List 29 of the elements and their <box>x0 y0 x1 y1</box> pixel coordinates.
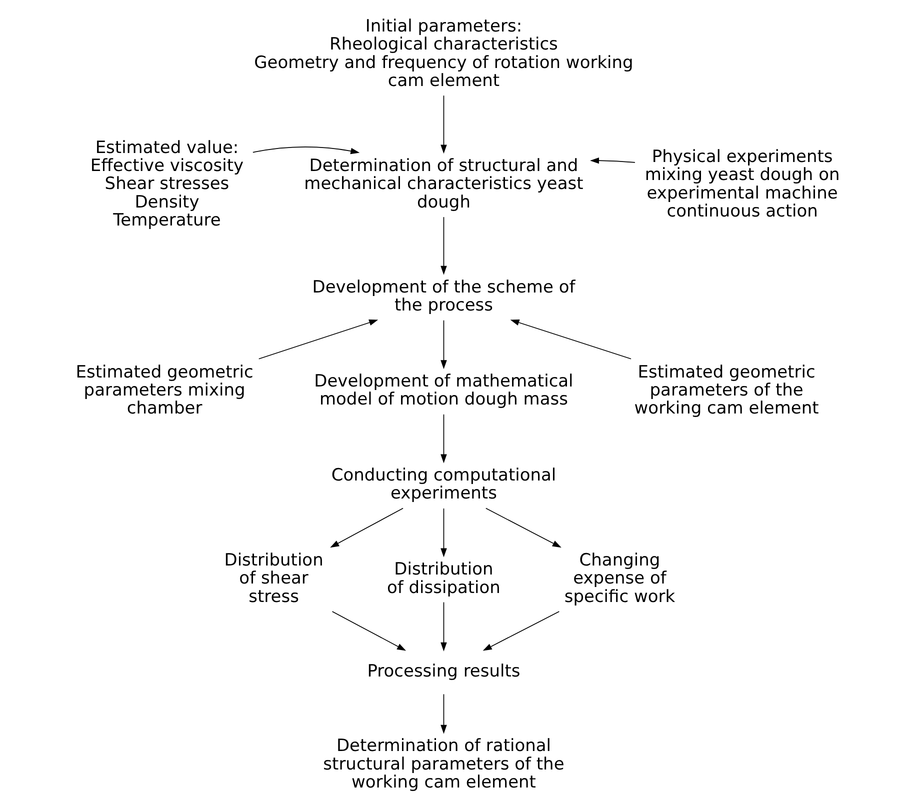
node-text: Estimated value: Effective viscosity Shear stresses Density Temperature <box>90 138 244 231</box>
arrow <box>440 414 447 464</box>
arrow <box>590 157 636 164</box>
node-text: Processing results <box>367 662 520 682</box>
node-text: Physical experiments mixing yeast dough on experimental machine continuous action <box>644 146 840 222</box>
node-text: Initial parameters: Rheological characteristics Geometry and frequency of rotation working cam element <box>254 16 634 92</box>
arrow <box>440 694 447 734</box>
arrow <box>332 611 406 651</box>
node-text: Estimated geometric parameters of the working cam element <box>634 362 819 419</box>
arrow <box>330 508 404 548</box>
arrow <box>252 146 360 154</box>
arrow <box>440 602 447 652</box>
node-text: Distribution of dissipation <box>387 560 500 598</box>
arrow <box>482 611 560 651</box>
node-text: Determination of rational structural parameters of the working cam element <box>323 736 564 793</box>
arrow <box>440 95 447 154</box>
arrow <box>510 320 632 360</box>
node-text: Distribution of shear stress <box>224 550 324 607</box>
node-text: Conducting computational experiments <box>331 466 556 504</box>
arrow <box>485 508 562 548</box>
node-text: Determination of structural and mechanical characteristics yeast dough <box>304 156 584 212</box>
arrow <box>440 508 447 558</box>
node-text: Estimated geometric parameters mixing chamber <box>76 362 254 419</box>
node-text: Development of mathematical model of motion dough mass <box>314 371 574 410</box>
node-text: Changing expense of specific work <box>564 550 676 607</box>
arrow <box>440 320 447 370</box>
arrow <box>258 320 378 360</box>
node-text: Development of the scheme of the process <box>312 277 576 316</box>
arrow <box>440 216 447 275</box>
